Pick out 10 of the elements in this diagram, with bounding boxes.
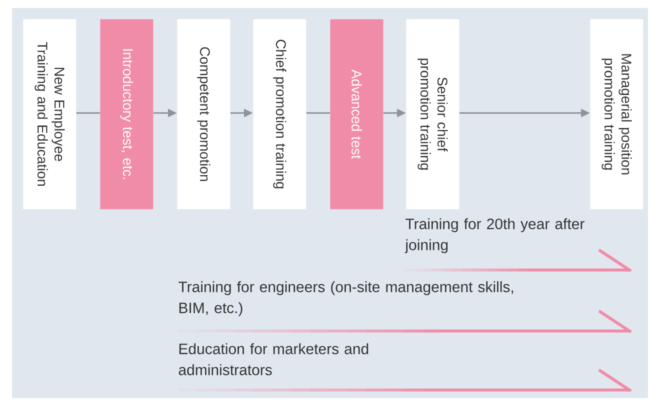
test-box: Advanced test: [330, 19, 384, 210]
note-text: Training for engineers (on-site management skills, BIM, etc.): [178, 281, 514, 316]
process-box: Competent promotion: [177, 19, 230, 210]
process-box: Managerial position promotion training: [590, 19, 644, 210]
test-box: Introductory test, etc.: [100, 19, 154, 210]
process-box: New Employee Training and Education: [23, 19, 76, 210]
note-text: Education for marketers and administrators: [178, 343, 368, 376]
process-box: Senior chief promotion training: [406, 19, 460, 210]
process-box: Chief promotion training: [253, 19, 306, 210]
note-text: Training for 20th year after joining: [404, 218, 584, 254]
